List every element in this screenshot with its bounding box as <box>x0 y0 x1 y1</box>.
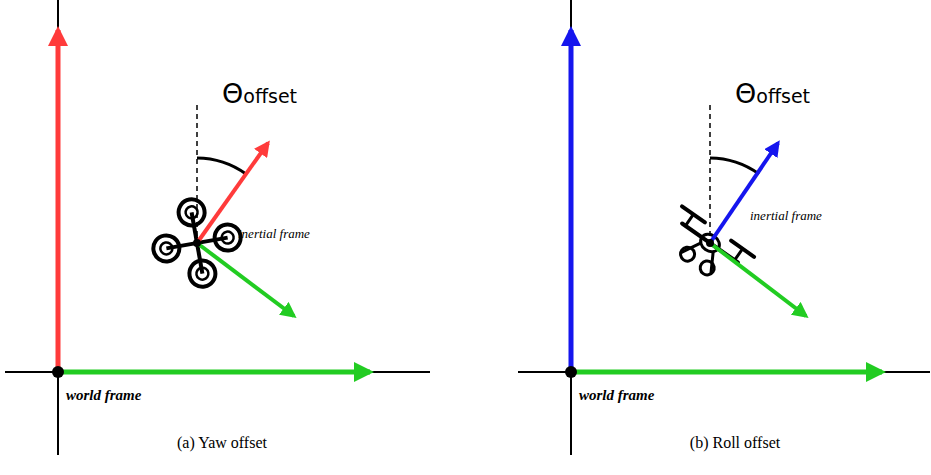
frame-label: inertial frame <box>750 208 822 224</box>
panel-caption: (b) Roll offset <box>690 434 780 452</box>
angle-label: Θoffset <box>222 78 297 109</box>
angle-label: Θoffset <box>735 78 810 109</box>
roll-panel <box>518 0 930 455</box>
frame-label: inertial frame <box>238 226 310 242</box>
yaw-panel <box>5 0 430 455</box>
panel-caption: (a) Yaw offset <box>177 434 267 452</box>
frame-label: world frame <box>579 387 654 404</box>
frame-label: world frame <box>66 387 141 404</box>
